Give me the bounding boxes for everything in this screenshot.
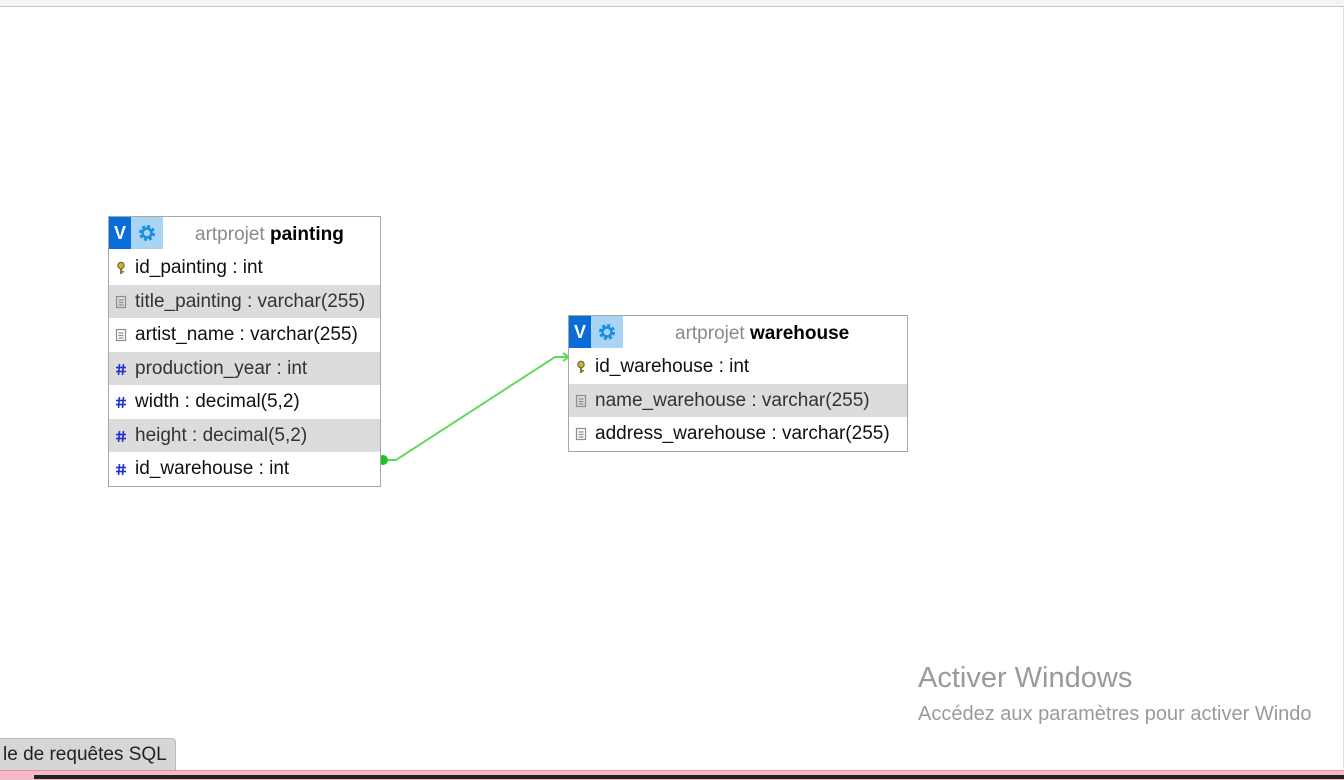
sql-query-console-tab[interactable]: le de requêtes SQL: [0, 738, 176, 771]
column-row[interactable]: production_year : int: [109, 351, 380, 385]
column-row[interactable]: id_painting : int: [109, 251, 380, 285]
text-field-icon: [575, 394, 587, 407]
hash-icon: [116, 396, 126, 409]
column-row[interactable]: width : decimal(5,2): [109, 385, 380, 419]
gear-icon: [599, 324, 615, 340]
table-header[interactable]: V artprojet warehouse: [569, 316, 907, 350]
gear-icon: [139, 225, 155, 241]
table-title: artprojet painting: [195, 224, 344, 246]
column-row[interactable]: address_warehouse : varchar(255): [569, 417, 907, 451]
column-label: id_warehouse : int: [135, 458, 290, 479]
column-label: address_warehouse : varchar(255): [595, 423, 890, 444]
column-label: id_painting : int: [135, 257, 263, 278]
column-label: name_warehouse : varchar(255): [595, 389, 870, 411]
activation-watermark-title: Activer Windows: [918, 662, 1133, 694]
table-settings-button[interactable]: [131, 217, 163, 249]
column-label: width : decimal(5,2): [135, 391, 300, 412]
column-row[interactable]: artist_name : varchar(255): [109, 318, 380, 352]
column-row[interactable]: title_painting : varchar(255): [109, 284, 380, 318]
hash-icon: [116, 363, 126, 375]
hash-icon: [116, 463, 126, 476]
hash-icon: [116, 430, 126, 442]
column-row[interactable]: id_warehouse : int: [109, 452, 380, 486]
table-settings-button[interactable]: [591, 316, 623, 348]
column-label: artist_name : varchar(255): [135, 324, 358, 345]
text-field-icon: [115, 295, 127, 308]
key-icon: [577, 360, 585, 373]
column-row[interactable]: id_warehouse : int: [569, 350, 907, 384]
table-name: painting: [269, 224, 344, 245]
key-icon: [117, 261, 125, 274]
table-header[interactable]: V artprojet painting: [109, 217, 380, 251]
table-title: artprojet warehouse: [675, 323, 849, 345]
database-name: artprojet: [195, 224, 265, 245]
column-label: height : decimal(5,2): [135, 424, 308, 446]
column-label: id_warehouse : int: [595, 356, 750, 377]
activation-watermark-subtitle: Accédez aux paramètres pour activer Wind…: [918, 703, 1312, 725]
text-field-icon: [115, 328, 127, 342]
column-label: production_year : int: [135, 357, 308, 379]
toggle-view-button[interactable]: V: [109, 217, 131, 249]
column-row[interactable]: height : decimal(5,2): [109, 418, 380, 452]
table-warehouse[interactable]: V artprojet warehouse id_warehouse : int…: [568, 315, 908, 452]
top-border: [0, 0, 1344, 7]
taskbar-edge: [34, 775, 1344, 779]
column-label: title_painting : varchar(255): [135, 290, 366, 312]
table-name: warehouse: [749, 323, 850, 344]
table-painting[interactable]: V artprojet painting id_painting : int t…: [108, 216, 381, 487]
database-name: artprojet: [675, 323, 745, 344]
toggle-view-button[interactable]: V: [569, 316, 591, 348]
text-field-icon: [575, 427, 587, 441]
column-row[interactable]: name_warehouse : varchar(255): [569, 383, 907, 417]
